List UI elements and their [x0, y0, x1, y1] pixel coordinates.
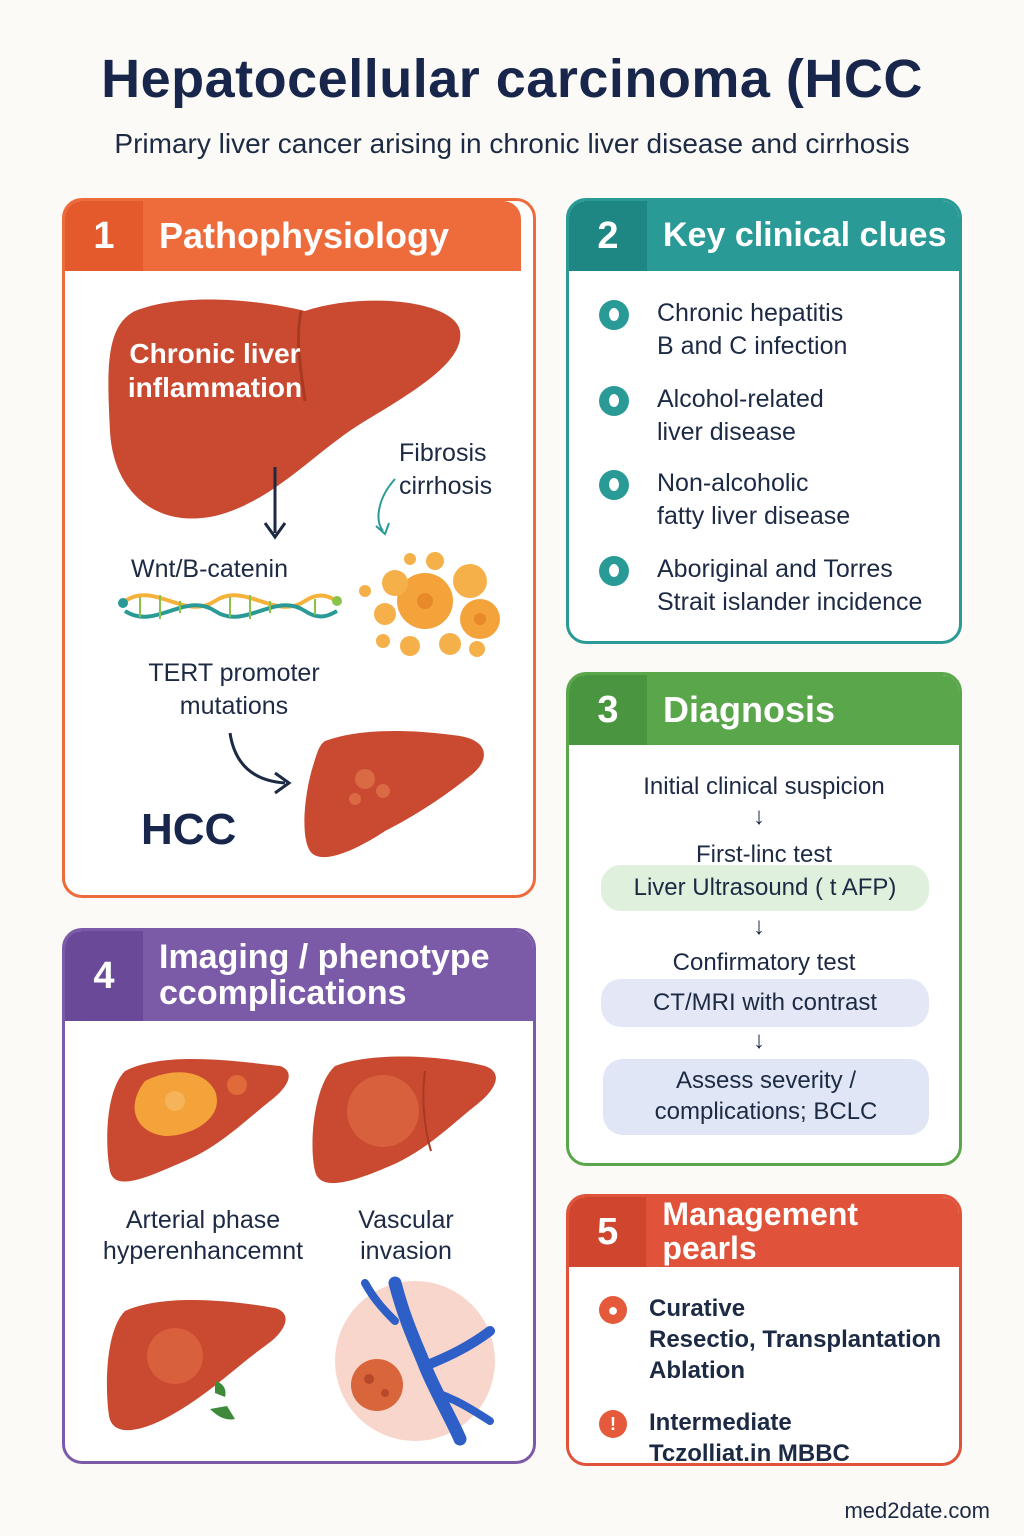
- arrow-down-icon: ↓: [753, 803, 765, 830]
- clue-line: Non-alcoholic: [657, 469, 809, 497]
- footer-site: med2date.com: [844, 1498, 990, 1523]
- liver-icon: [108, 299, 461, 519]
- fibrosis-label: Fibrosis cirrhosis: [399, 439, 493, 500]
- liver-complication-icon: [106, 1300, 286, 1431]
- section-pathophysiology: 1 Pathophysiology: [62, 198, 536, 898]
- clue-item: Chronic hepatitis B and C infection: [599, 297, 847, 362]
- panel-label-line: hyperenhancemnt: [102, 1237, 304, 1266]
- section-title: Imaging / phenotype ccomplications: [143, 940, 490, 1011]
- section-management: 5 Management pearls ● Curative Resectio,…: [566, 1194, 962, 1466]
- panel-label: Vascular invasion: [331, 1205, 481, 1268]
- shield-icon: ●: [599, 1296, 627, 1324]
- liver-vascular-icon: [312, 1056, 496, 1184]
- section-header: 4 Imaging / phenotype ccomplications: [65, 931, 533, 1021]
- section-header: 3 Diagnosis: [569, 675, 959, 745]
- tumor-liver-icon: [304, 731, 484, 858]
- diagnosis-box-line: complications; BCLC: [654, 1098, 878, 1126]
- clue-line: Aboriginal and Torres: [657, 555, 893, 583]
- clue-line: B and C infection: [657, 331, 848, 360]
- diagnosis-box: Liver Ultrasound ( t AFP): [601, 865, 929, 911]
- section-number: 3: [569, 675, 647, 745]
- diagnosis-box-line: Assess severity /: [675, 1067, 857, 1094]
- liver-label: Chronic liver inflammation: [127, 338, 303, 403]
- management-line: Ablation: [649, 1357, 745, 1385]
- management-line: Curative: [649, 1295, 746, 1322]
- section-imaging: 4 Imaging / phenotype ccomplications: [62, 928, 536, 1464]
- panel-label-line: invasion: [360, 1237, 452, 1266]
- section-title: Key clinical clues: [663, 216, 947, 255]
- droplet-icon: [599, 470, 629, 500]
- section-title-line: Imaging / phenotype: [159, 938, 490, 977]
- pathophysiology-illustration: [108, 299, 500, 858]
- section-title-line: ccomplications: [159, 974, 407, 1012]
- management-item: ! Intermediate Tczolliat.in MBBC: [599, 1407, 850, 1466]
- diagnosis-step: Confirmatory test: [672, 949, 856, 976]
- clue-item: Aboriginal and Torres Strait islander in…: [599, 553, 922, 618]
- clue-line: Alcohol-related: [657, 385, 824, 413]
- clue-line: liver disease: [657, 417, 796, 446]
- section-title: Pathophysiology: [159, 215, 450, 257]
- section-number: 2: [569, 201, 647, 271]
- cirrhosis-nodules-icon: [359, 552, 500, 657]
- panel-label-line: Vascular: [358, 1206, 454, 1234]
- section-title: Management pearls: [662, 1196, 859, 1266]
- section-header: 5 Management pearls: [569, 1197, 959, 1267]
- vessel-invasion-icon: [335, 1276, 495, 1446]
- section-number: 4: [65, 931, 143, 1021]
- virus-icon: [599, 300, 629, 330]
- clue-item: Non-alcoholic fatty liver disease: [599, 467, 850, 532]
- imaging-illustrations: [106, 1056, 496, 1446]
- section-title: Diagnosis: [663, 689, 836, 731]
- liver-arterial-icon: [107, 1059, 289, 1182]
- section-number: 5: [569, 1197, 647, 1267]
- arrow-down-icon: ↓: [753, 1027, 765, 1054]
- clue-line: Chronic hepatitis: [657, 299, 844, 327]
- management-line: Resectio, Transplantation: [649, 1326, 942, 1354]
- diagnosis-step: Initial clinical suspicion: [643, 773, 885, 800]
- section-clinical-clues: 2 Key clinical clues Chronic hepatitis B…: [566, 198, 962, 644]
- section-number: 1: [65, 201, 143, 271]
- clue-line: fatty liver disease: [657, 501, 851, 530]
- panel-label-line: Arterial phase: [125, 1206, 281, 1234]
- diagnosis-box: CT/MRI with contrast: [601, 979, 929, 1027]
- clue-line: Strait islander incidence: [657, 587, 923, 616]
- management-item: ● Curative Resectio, Transplantation Abl…: [599, 1293, 941, 1387]
- bottle-icon: [599, 386, 629, 416]
- alert-icon: !: [599, 1410, 627, 1438]
- section-diagnosis: 3 Diagnosis Initial clinical suspicion ↓…: [566, 672, 962, 1166]
- dna-icon: [118, 593, 342, 619]
- arrow-down-icon: ↓: [753, 913, 765, 940]
- page-subtitle: Primary liver cancer arising in chronic …: [114, 128, 910, 159]
- arrow-right-icon: [274, 771, 292, 795]
- hcc-label: HCC: [141, 805, 237, 854]
- diagnosis-step: First-linc test: [695, 841, 832, 868]
- panel-label: Arterial phase hyperenhancemnt: [83, 1205, 323, 1268]
- tert-label: TERT promoter mutations: [148, 659, 320, 720]
- management-line: Tczolliat.in MBBC: [649, 1440, 850, 1466]
- management-line: Intermediate: [649, 1409, 792, 1436]
- section-header: 2 Key clinical clues: [569, 201, 959, 271]
- arrow-down-icon: [263, 522, 287, 540]
- pathway-label: Wnt/B-catenin: [131, 555, 289, 583]
- clue-item: Alcohol-related liver disease: [599, 383, 824, 448]
- section-header: 1 Pathophysiology: [65, 201, 521, 271]
- page-title: Hepatocellular carcinoma (HCC: [101, 49, 923, 109]
- person-icon: [599, 556, 629, 586]
- diagnosis-box: Assess severity / complications; BCLC: [603, 1059, 929, 1135]
